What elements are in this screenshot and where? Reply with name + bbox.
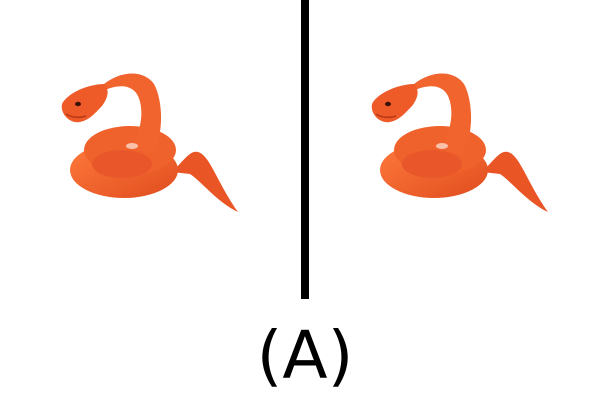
- caption-label: (A): [256, 317, 354, 394]
- snake-icon: [61, 73, 238, 212]
- snake-icon: [371, 73, 548, 212]
- left-panel: [52, 62, 242, 222]
- center-divider: [301, 0, 309, 299]
- right-panel: [362, 62, 552, 222]
